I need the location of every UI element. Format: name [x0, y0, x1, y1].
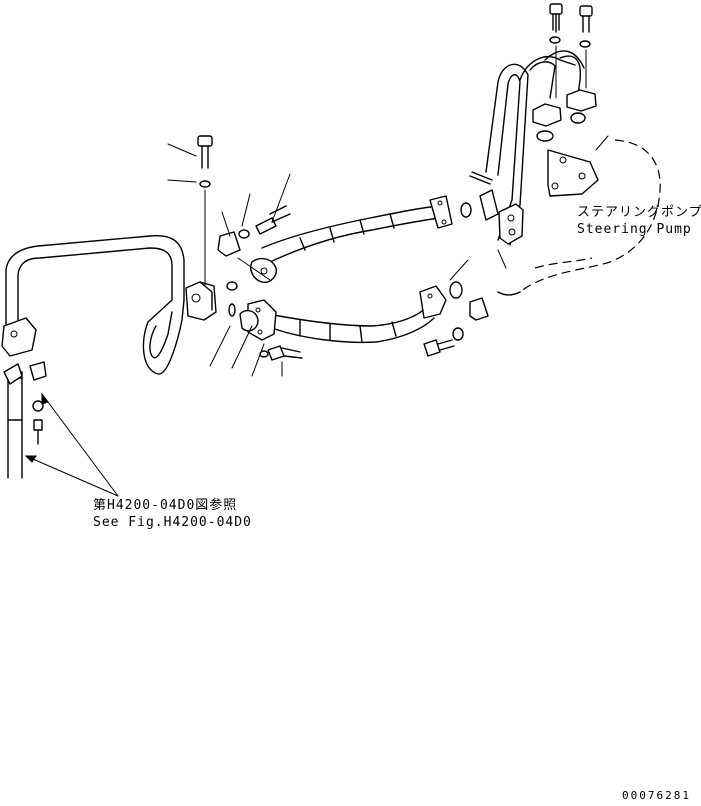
- o-ring-pump-1: [536, 130, 554, 142]
- o-ring-left: [226, 281, 238, 291]
- pump-label-jp: ステアリングポンプ: [577, 205, 701, 220]
- top-bolt-2: [579, 5, 593, 89]
- upper-flange-left: [532, 89, 597, 127]
- leader-lines: [24, 135, 609, 497]
- pump-flange: [547, 149, 599, 197]
- lower-hose-flange: [247, 299, 277, 341]
- top-bolt-1: [549, 3, 563, 99]
- upper-hose: [250, 195, 453, 283]
- left-hose: [3, 361, 47, 479]
- top-left-bolt: [197, 135, 213, 287]
- ref-label-en: See Fig.H4200-04D0: [93, 515, 252, 530]
- left-u-tube: [1, 234, 185, 375]
- vertical-flange-block: [449, 171, 524, 299]
- bolt-lower-hose: [259, 345, 303, 361]
- bolt-right-lower: [423, 327, 464, 357]
- pump-label-en: Steering Pump: [577, 222, 692, 237]
- drawing-number: 00076281: [622, 789, 691, 802]
- o-ring-pump-2: [570, 112, 586, 124]
- o-ring-small: [228, 303, 236, 317]
- ref-label-jp: 第H4200-04D0図参照: [93, 498, 238, 513]
- lower-hose: [267, 285, 447, 344]
- split-flange-upper: [217, 231, 489, 332]
- bolt-upper-hose: [238, 205, 291, 239]
- center-valve-block: [185, 281, 217, 321]
- steering-pump-outline: [497, 139, 661, 296]
